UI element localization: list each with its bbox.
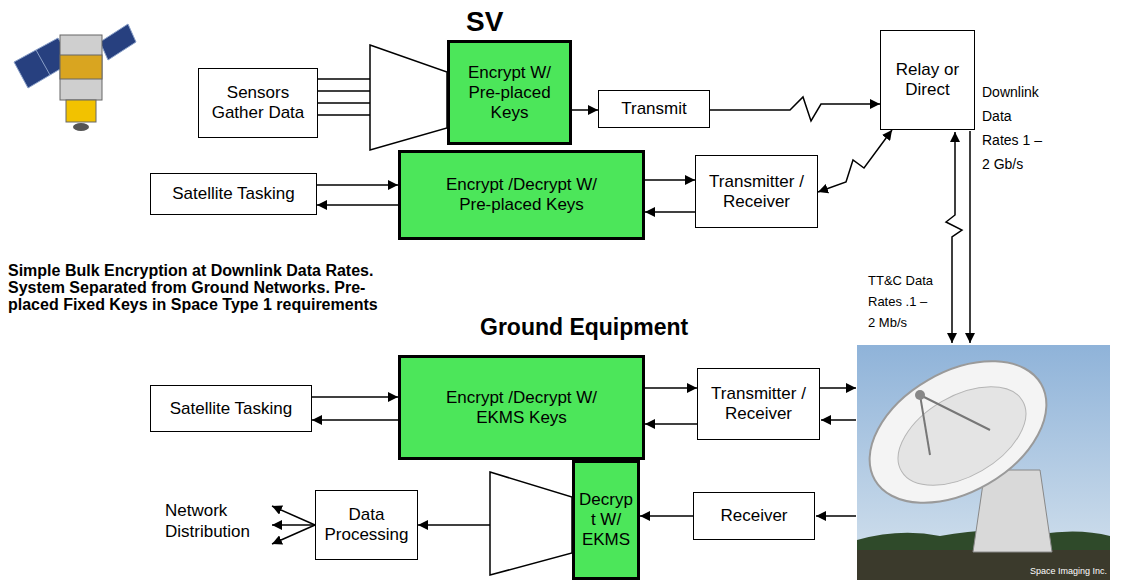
connector-arrow xyxy=(710,97,880,121)
antenna-feed xyxy=(915,390,925,400)
vehicle-heading: SV xyxy=(466,6,503,38)
panel-grid xyxy=(36,50,50,75)
process-box: Relay or Direct xyxy=(880,30,975,130)
sensor-lines xyxy=(318,79,374,115)
box-text: Encrypt W/ Pre-placed Keys xyxy=(465,63,554,123)
satellite-picture xyxy=(14,24,136,131)
process-box: Receiver xyxy=(693,492,815,540)
connector-arrow xyxy=(312,419,398,421)
box-text: Transmitter / Receiver xyxy=(705,384,813,424)
connector-arrow xyxy=(640,515,693,517)
box-text: Satellite Tasking xyxy=(157,399,305,419)
solar-panel xyxy=(100,24,136,60)
connector-arrow xyxy=(645,211,695,213)
connector-arrow xyxy=(645,387,697,389)
box-text: Data Processing xyxy=(322,505,412,545)
connector-arrow xyxy=(818,130,892,192)
connector-arrow xyxy=(645,423,697,425)
antenna-picture xyxy=(845,332,1110,580)
satellite-band xyxy=(60,55,102,79)
distribution-arrow xyxy=(272,525,315,544)
box-text: Transmitter / Receiver xyxy=(703,172,811,212)
image-credit: Space Imaging Inc. xyxy=(1030,566,1107,577)
encryption-box: Decryp t W/ EKMS xyxy=(572,460,640,580)
multiplexer-symbol xyxy=(370,45,447,150)
connector-arrow xyxy=(645,179,695,181)
satellite-lens xyxy=(73,123,89,131)
process-box: Satellite Tasking xyxy=(150,173,317,215)
sensor-line xyxy=(318,114,374,116)
satellite-body xyxy=(60,35,102,100)
distribution-arrow xyxy=(272,524,315,526)
feed-strut xyxy=(920,395,930,455)
box-text: Relay or Direct xyxy=(888,60,968,100)
antenna-arrow xyxy=(820,387,856,389)
ttc-link xyxy=(946,132,962,343)
encryption-box: Encrypt W/ Pre-placed Keys xyxy=(447,40,572,145)
antenna-dish xyxy=(845,332,1071,532)
box-text: Decryp t W/ EKMS xyxy=(578,490,634,550)
process-box: Satellite Tasking xyxy=(150,385,312,432)
data-rate-label: TT&C Data Rates .1 – 2 Mb/s xyxy=(868,270,935,333)
box-text: Encrypt /Decrypt W/ EKMS Keys xyxy=(442,388,602,428)
antenna-arrow xyxy=(821,419,856,421)
connector-arrow xyxy=(317,204,398,206)
distribution-arrow xyxy=(272,506,315,525)
process-box: Transmitter / Receiver xyxy=(695,155,818,228)
ground xyxy=(857,550,1110,580)
dish-rim xyxy=(881,366,1042,505)
downlink-line xyxy=(969,131,971,343)
demultiplexer-symbol xyxy=(490,472,572,575)
box-text: Encrypt /Decrypt W/ Pre-placed Keys xyxy=(442,175,602,215)
process-box: Transmitter / Receiver xyxy=(697,368,820,440)
antenna-arrow xyxy=(816,515,856,517)
connector-arrow xyxy=(572,109,598,111)
connector-arrow xyxy=(312,396,398,398)
process-box: Sensors Gather Data xyxy=(198,68,318,138)
section-heading: Ground Equipment xyxy=(480,314,688,341)
satellite-base xyxy=(66,100,96,122)
box-text: Transmit xyxy=(606,99,702,119)
sensor-line xyxy=(318,78,374,80)
feed-strut xyxy=(920,395,990,430)
box-text: Satellite Tasking xyxy=(159,184,309,204)
output-label: Network Distribution xyxy=(165,500,265,542)
box-text: Receiver xyxy=(701,506,807,526)
process-box: Transmit xyxy=(598,90,710,128)
encryption-box: Encrypt /Decrypt W/ EKMS Keys xyxy=(398,355,645,460)
box-text: Sensors Gather Data xyxy=(209,83,307,123)
note-text: Simple Bulk Encryption at Downlink Data … xyxy=(8,262,408,313)
data-rate-label: Downlink Data Rates 1 – 2 Gb/s xyxy=(982,80,1046,176)
encryption-box: Encrypt /Decrypt W/ Pre-placed Keys xyxy=(398,150,645,240)
sensor-line xyxy=(318,90,374,92)
connector-arrow xyxy=(317,184,398,186)
process-box: Data Processing xyxy=(315,490,418,560)
